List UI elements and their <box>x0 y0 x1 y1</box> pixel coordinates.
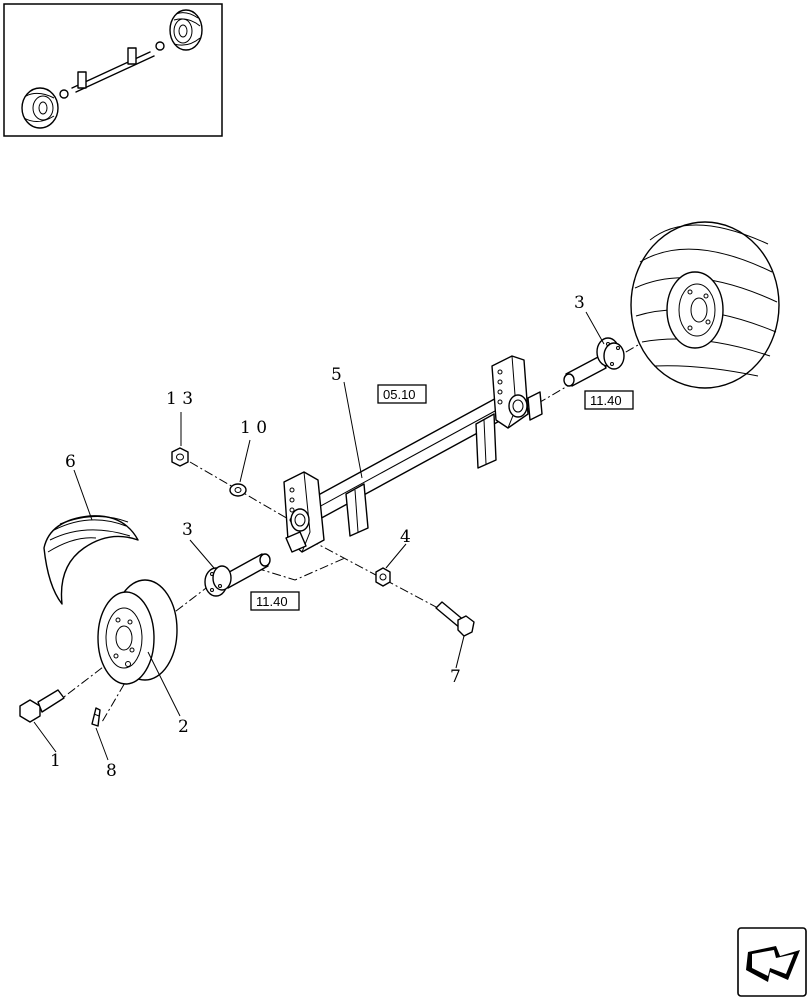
callout-4: 4 <box>400 527 411 547</box>
callout-1: 1 <box>50 751 61 771</box>
ref-hub-left-label: 11.40 <box>256 594 288 609</box>
callout-10: 1 0 <box>240 418 267 438</box>
callout-6: 6 <box>65 452 76 472</box>
leader-lines <box>33 311 605 761</box>
axle-frame[interactable] <box>283 355 543 553</box>
right-wheel[interactable] <box>630 221 780 389</box>
right-hub[interactable] <box>563 337 625 387</box>
tire[interactable] <box>43 515 139 605</box>
callout-5: 5 <box>331 365 342 385</box>
callout-7: 7 <box>450 667 461 687</box>
callout-8: 8 <box>106 761 117 781</box>
ref-hub-right-label: 11.40 <box>590 393 622 408</box>
assembly-overview-thumbnail[interactable] <box>3 3 223 137</box>
ref-frame-label: 05.10 <box>383 387 416 402</box>
nut-13[interactable] <box>171 447 189 467</box>
washer-10[interactable] <box>229 483 247 497</box>
lug-bolt-1[interactable] <box>19 689 65 723</box>
ref-hub-left-11-40[interactable]: 11.40 <box>250 591 300 611</box>
nut-4[interactable] <box>375 567 391 587</box>
ref-hub-right-11-40[interactable]: 11.40 <box>584 390 634 410</box>
callout-3-left: 3 <box>182 520 193 540</box>
ref-frame-05-10[interactable]: 05.10 <box>377 384 427 404</box>
callout-2: 2 <box>178 717 189 737</box>
callout-3-right: 3 <box>574 293 585 313</box>
left-hub[interactable] <box>204 553 271 597</box>
bolt-7[interactable] <box>435 601 475 637</box>
callout-13: 1 3 <box>166 389 193 409</box>
rim[interactable] <box>97 579 178 685</box>
valve-8[interactable] <box>91 707 101 727</box>
next-page-arrow-icon[interactable] <box>737 927 807 997</box>
